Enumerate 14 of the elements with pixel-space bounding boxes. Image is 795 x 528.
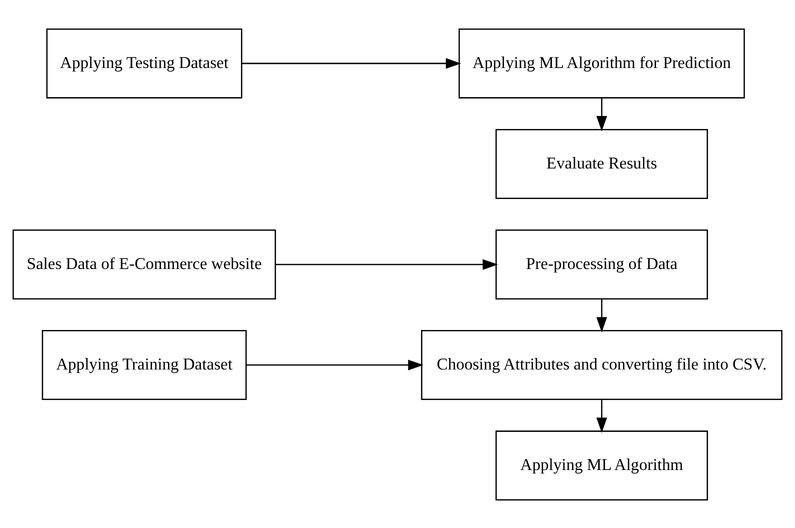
node-box: Applying Testing Dataset <box>46 28 242 98</box>
node-box: Choosing Attributes and converting file into CSV. <box>421 330 782 400</box>
arrow <box>596 399 608 432</box>
arrow <box>596 298 608 332</box>
node-box: Applying Training Dataset <box>42 330 247 400</box>
arrow <box>276 258 498 270</box>
node-box: Applying ML Algorithm <box>495 430 708 500</box>
arrow <box>246 359 424 370</box>
arrow <box>596 97 608 131</box>
node-box: Pre-processing of Data <box>495 229 708 299</box>
arrow <box>242 58 462 68</box>
node-box: Applying ML Algorithm for Prediction <box>458 28 745 98</box>
node-box: Sales Data of E-Commerce website <box>12 229 276 299</box>
node-box: Evaluate Results <box>495 128 708 198</box>
